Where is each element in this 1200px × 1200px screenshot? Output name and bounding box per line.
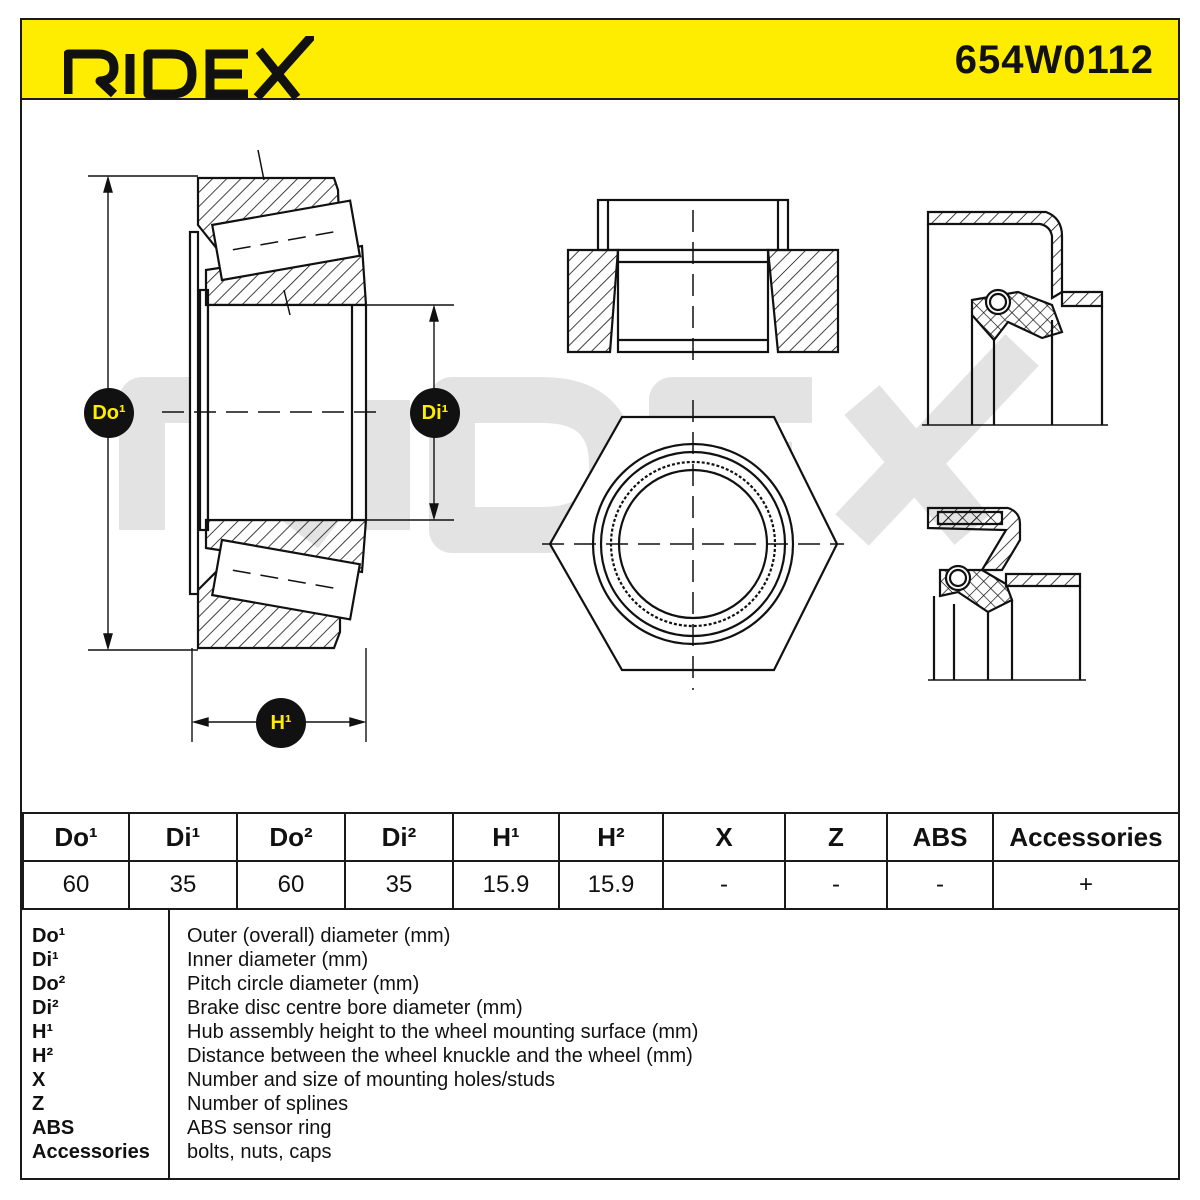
legend-key: Di² — [32, 997, 59, 1019]
col-header: H² — [558, 812, 664, 862]
col-header: Do² — [236, 812, 346, 862]
spec-value: 35 — [344, 860, 454, 910]
document-frame — [20, 18, 1180, 1180]
technical-drawing: Do¹ Di¹ H¹ — [22, 100, 1178, 812]
spec-value: - — [784, 860, 888, 910]
legend-keys: Do¹ Di¹ Do² Di² H¹ H² X Z ABS Accessorie… — [32, 924, 150, 1164]
legend-key: Accessories — [32, 1141, 150, 1163]
legend-description: Hub assembly height to the wheel mountin… — [187, 1021, 699, 1043]
di1-badge: Di¹ — [410, 388, 460, 438]
spec-value: + — [992, 860, 1180, 910]
legend-description: Number of splines — [187, 1093, 349, 1115]
legend-description: Number and size of mounting holes/studs — [187, 1069, 555, 1091]
spec-value: 60 — [22, 860, 130, 910]
spec-value-row: 60 35 60 35 15.9 15.9 - - - + — [22, 860, 1180, 910]
legend-key: H² — [32, 1045, 54, 1067]
col-header: H¹ — [452, 812, 560, 862]
part-number: 654W0112 — [954, 38, 1154, 82]
legend-description: Brake disc centre bore diameter (mm) — [187, 997, 523, 1019]
legend-description: Inner diameter (mm) — [187, 949, 369, 971]
legend-description: Distance between the wheel knuckle and t… — [187, 1045, 693, 1067]
seal-top — [922, 210, 1108, 426]
header-bar: 654W0112 — [22, 20, 1178, 101]
spec-table: Do¹ Di¹ Do² Di² H¹ H² X Z ABS Accessorie… — [22, 812, 1180, 910]
col-header: Z — [784, 812, 888, 862]
nut-top-view — [542, 400, 844, 690]
h1-badge: H¹ — [256, 698, 306, 748]
col-header: ABS — [886, 812, 994, 862]
spec-value: - — [662, 860, 786, 910]
spec-value: 15.9 — [452, 860, 560, 910]
legend-key: Do¹ — [32, 925, 66, 947]
legend-divider — [168, 908, 170, 1178]
col-header: Di¹ — [128, 812, 238, 862]
seal-bottom — [926, 506, 1086, 681]
col-header: Do¹ — [22, 812, 130, 862]
legend-key: X — [32, 1069, 46, 1091]
legend-key: Z — [32, 1093, 45, 1115]
bearing-section — [162, 149, 382, 650]
legend-key: Di¹ — [32, 949, 59, 971]
col-header: X — [662, 812, 786, 862]
legend-key: ABS — [32, 1117, 75, 1139]
ridex-logo — [64, 36, 314, 101]
drawing-svg — [88, 149, 1108, 742]
col-header: Accessories — [992, 812, 1180, 862]
spec-header-row: Do¹ Di¹ Do² Di² H¹ H² X Z ABS Accessorie… — [22, 812, 1180, 862]
legend-description: bolts, nuts, caps — [187, 1141, 332, 1163]
legend: Do¹ Di¹ Do² Di² H¹ H² X Z ABS Accessorie… — [22, 908, 1178, 1178]
legend-key: H¹ — [32, 1021, 54, 1043]
spec-value: 35 — [128, 860, 238, 910]
spec-value: - — [886, 860, 994, 910]
do1-badge: Do¹ — [84, 388, 134, 438]
legend-description: ABS sensor ring — [187, 1117, 332, 1139]
col-header: Di² — [344, 812, 454, 862]
legend-key: Do² — [32, 973, 66, 995]
legend-description: Pitch circle diameter (mm) — [187, 973, 420, 995]
legend-descriptions: Outer (overall) diameter (mm) Inner diam… — [187, 924, 698, 1164]
legend-description: Outer (overall) diameter (mm) — [187, 925, 451, 947]
spec-value: 15.9 — [558, 860, 664, 910]
spec-value: 60 — [236, 860, 346, 910]
nut-side-view — [566, 198, 840, 370]
